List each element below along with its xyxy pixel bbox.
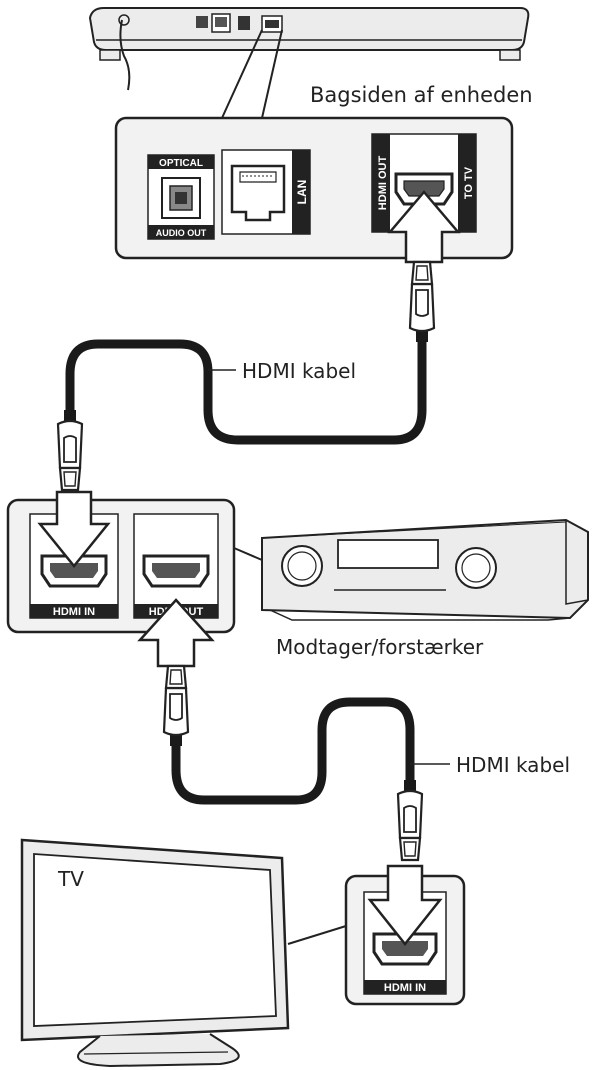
cable-2-label: HDMI kabel — [456, 753, 570, 777]
receiver-hdmi-in-label: HDMI IN — [53, 606, 95, 618]
hdmi-cable-2 — [171, 697, 415, 805]
tv-callout-line — [287, 925, 347, 945]
cable-1-label: HDMI kabel — [242, 359, 356, 383]
zoom-callout-line — [221, 29, 263, 119]
zoom-callout-line — [261, 29, 283, 119]
to-tv-label: TO TV — [463, 166, 475, 199]
receiver-label: Modtager/forstærker — [276, 635, 484, 659]
hdmi-cable-1 — [65, 338, 427, 445]
tv-device — [20, 838, 290, 1068]
power-cord — [119, 19, 131, 91]
hdmi-plug-tv — [396, 778, 424, 862]
receiver-port-panel: HDMI IN HDMI OUT — [6, 498, 236, 634]
audio-out-label: AUDIO OUT — [156, 228, 207, 238]
arrow-down-to-receiver — [37, 490, 111, 568]
optical-label: OPTICAL — [159, 158, 203, 169]
player-port-panel: OPTICAL AUDIO OUT LAN HDMI OUT TO TV — [114, 116, 514, 260]
lan-port: LAN — [221, 149, 311, 235]
player-hdmi-out-port: HDMI OUT TO TV — [371, 133, 477, 233]
receiver-display — [337, 539, 439, 569]
arrow-down-to-tv — [367, 864, 443, 947]
tv-label: TV — [57, 867, 84, 891]
player-hdmi-out-label: HDMI OUT — [377, 156, 389, 211]
optical-port: OPTICAL AUDIO OUT — [147, 154, 215, 240]
player-device — [88, 7, 530, 91]
tv-hdmi-in-label: HDMI IN — [384, 982, 426, 994]
hdmi-plug-player — [408, 260, 436, 344]
receiver-device — [261, 518, 589, 621]
player-back-label: Bagsiden af enheden — [310, 83, 533, 107]
lan-label: LAN — [295, 180, 309, 205]
hdmi-plug-receiver-in — [56, 408, 84, 492]
receiver-callout-line — [233, 547, 263, 561]
hdmi-plug-receiver-out — [162, 664, 190, 748]
